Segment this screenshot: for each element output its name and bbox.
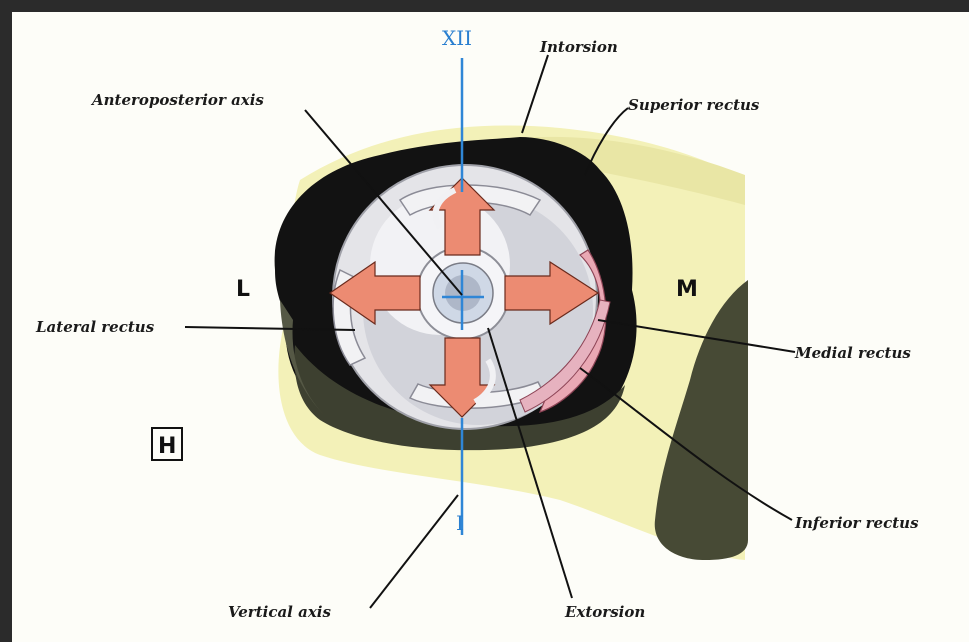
vertical-axis-label: Vertical axis [228, 603, 331, 621]
extorsion-label: Extorsion [564, 603, 645, 621]
eye-muscle-diagram: XII I Intorsion Superior rectus Anteropo… [12, 12, 969, 642]
superior-rectus-label: Superior rectus [628, 96, 760, 114]
leader-vertical-axis [370, 495, 458, 608]
clock-top-label: XII [442, 26, 472, 50]
anteroposterior-axis-label: Anteroposterior axis [90, 91, 264, 109]
lateral-rectus-label: Lateral rectus [35, 318, 155, 336]
intorsion-label: Intorsion [539, 38, 618, 56]
leader-intorsion [522, 55, 548, 133]
clock-bottom-label: I [456, 511, 464, 535]
lateral-side-marker: L [236, 277, 250, 302]
panel-letter: H [158, 434, 176, 459]
inferior-rectus-label: Inferior rectus [794, 514, 919, 532]
medial-side-marker: M [676, 277, 698, 302]
diagram-frame: XII I Intorsion Superior rectus Anteropo… [12, 12, 969, 642]
medial-rectus-label: Medial rectus [794, 344, 911, 362]
